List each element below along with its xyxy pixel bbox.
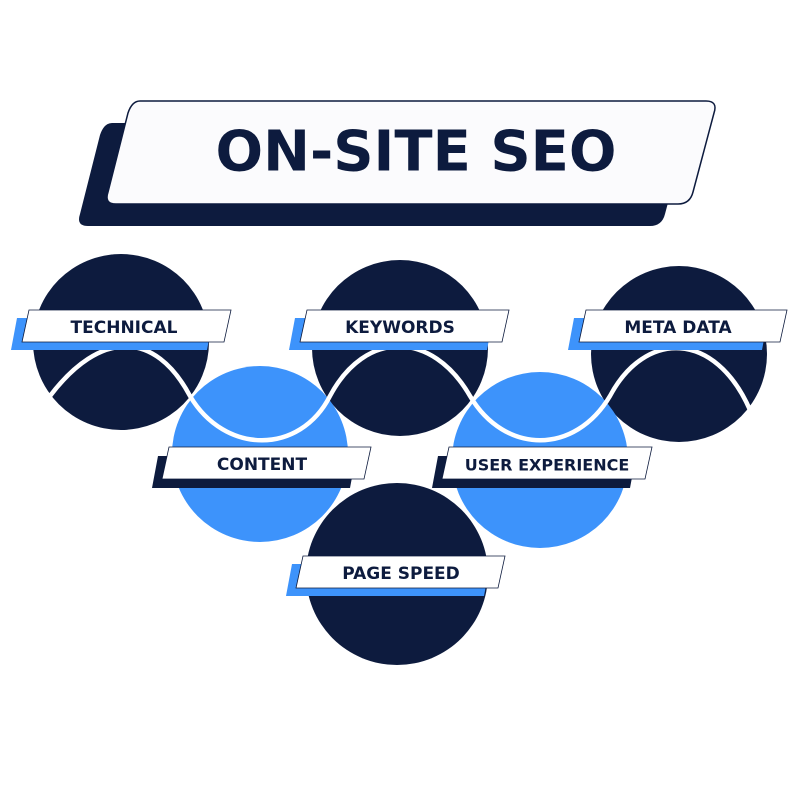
technical-label: TECHNICAL <box>11 309 232 350</box>
user-experience-label: USER EXPERIENCE <box>432 446 653 488</box>
title-banner: ON-SITE SEO <box>79 100 716 226</box>
page-title: ON-SITE SEO <box>215 120 616 185</box>
page-speed-label: PAGE SPEED <box>286 555 506 596</box>
keywords-label-face <box>299 309 510 343</box>
title-banner-face <box>106 100 716 205</box>
technical-label-text: TECHNICAL <box>71 318 178 338</box>
content-label-text: CONTENT <box>217 455 308 475</box>
meta-data-circle <box>591 266 767 442</box>
technical-label-face <box>21 309 232 343</box>
user-experience-label-face <box>441 446 653 480</box>
page-speed-label-text: PAGE SPEED <box>342 564 460 584</box>
content-label-face <box>161 446 372 480</box>
page-speed-label-face <box>295 555 506 589</box>
user-experience-label-text: USER EXPERIENCE <box>465 456 630 475</box>
content-label: CONTENT <box>152 446 372 488</box>
meta-data-label-face <box>578 309 788 343</box>
meta-data-label: META DATA <box>568 309 788 350</box>
keywords-label: KEYWORDS <box>289 309 510 350</box>
meta-data-label-text: META DATA <box>624 318 732 338</box>
keywords-label-text: KEYWORDS <box>345 318 455 338</box>
